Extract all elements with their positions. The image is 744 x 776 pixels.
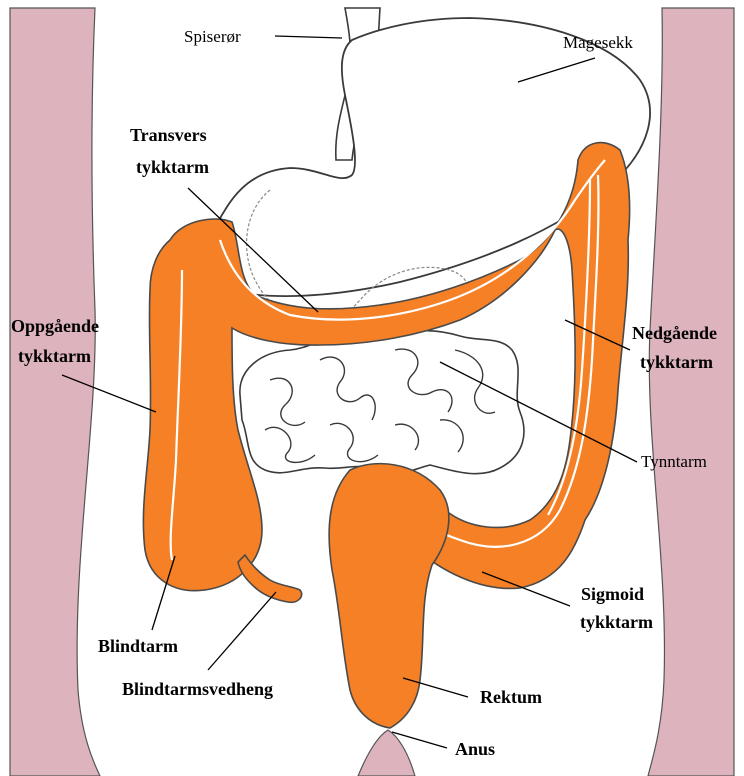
label-oppgaende-1: Oppgående (11, 316, 99, 336)
right-body-side (648, 8, 734, 776)
label-oppgaende-2: tykktarm (18, 346, 91, 366)
leg-gap (358, 730, 415, 776)
label-anus: Anus (455, 739, 495, 759)
label-blindtarm: Blindtarm (98, 636, 178, 656)
label-transvers-1: Transvers (130, 125, 207, 145)
label-sigmoid-2: tykktarm (580, 612, 653, 632)
label-blindtarmsvedheng: Blindtarmsvedheng (122, 679, 273, 699)
label-rektum: Rektum (480, 687, 542, 707)
appendix (238, 555, 302, 602)
label-tynntarm: Tynntarm (641, 452, 707, 471)
label-spiseror: Spiserør (184, 27, 241, 46)
leader-blindtarmsvedheng (208, 592, 276, 670)
label-magesekk: Magesekk (563, 33, 633, 52)
left-body-side (10, 8, 100, 776)
label-transvers-2: tykktarm (136, 157, 209, 177)
label-nedgaende-2: tykktarm (640, 352, 713, 372)
label-nedgaende-1: Nedgående (632, 323, 717, 343)
small-intestine (240, 331, 524, 475)
rectum (329, 464, 449, 728)
label-sigmoid-1: Sigmoid (581, 584, 644, 604)
leader-spiseror (275, 36, 342, 38)
